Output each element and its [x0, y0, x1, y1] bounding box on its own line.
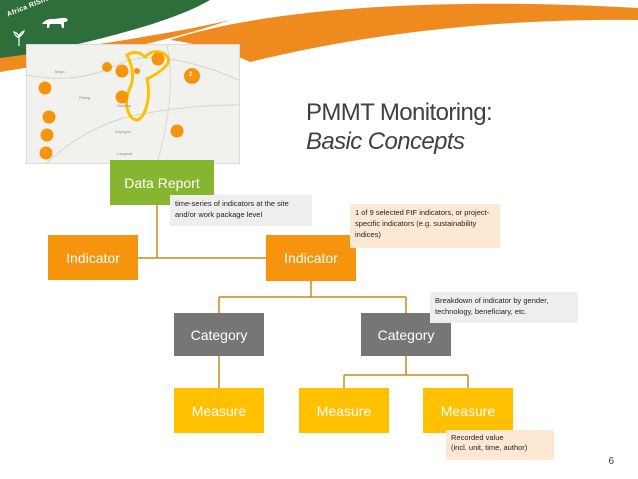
category-box-right: Category [361, 313, 451, 356]
measure-label-3: Measure [440, 402, 496, 419]
measure-label-2: Measure [316, 402, 372, 419]
category-box-left: Category [174, 313, 264, 356]
indicator-box-right: Indicator [266, 235, 356, 281]
measure-box-3: Measure [423, 388, 513, 433]
title-line-1: PMMT Monitoring: [306, 99, 493, 126]
map-cluster-count: 2 [189, 72, 193, 78]
map-label: Riesig [79, 95, 91, 100]
data-report-note: time-series of indicators at the site an… [170, 195, 312, 226]
measure-note-line-1: Recorded value [451, 433, 504, 442]
measure-note: Recorded value (incl. unit, time, author… [446, 430, 554, 460]
category-label-left: Category [190, 326, 248, 343]
map-thumbnail: Mayo Riesig Hadoha Kayngan Langwat 2 [26, 44, 240, 164]
indicator-label-left: Indicator [66, 249, 120, 266]
measure-note-line-2: (incl. unit, time, author) [451, 443, 528, 452]
data-report-label: Data Report [124, 174, 200, 191]
measure-box-2: Measure [299, 388, 389, 433]
slide-title: PMMT Monitoring: Basic Concepts [306, 98, 493, 156]
title-line-2: Basic Concepts [306, 128, 465, 155]
measure-box-1: Measure [174, 388, 264, 433]
indicator-note: 1 of 9 selected FtF indicators, or proje… [350, 204, 500, 248]
map-label: Langwat [117, 151, 133, 156]
page-number: 6 [608, 456, 614, 467]
measure-label-1: Measure [191, 402, 247, 419]
indicator-label-right: Indicator [284, 250, 338, 266]
map-label: Kayngan [115, 129, 131, 134]
map-label: Mayo [55, 69, 65, 74]
category-note: Breakdown of indicator by gender, techno… [430, 292, 578, 323]
map-graphic [27, 45, 239, 163]
category-label-right: Category [377, 326, 435, 343]
cattle-icon [42, 17, 68, 28]
map-label: Hadoha [117, 103, 132, 108]
plant-icon [13, 30, 25, 46]
indicator-box-left: Indicator [48, 235, 138, 280]
